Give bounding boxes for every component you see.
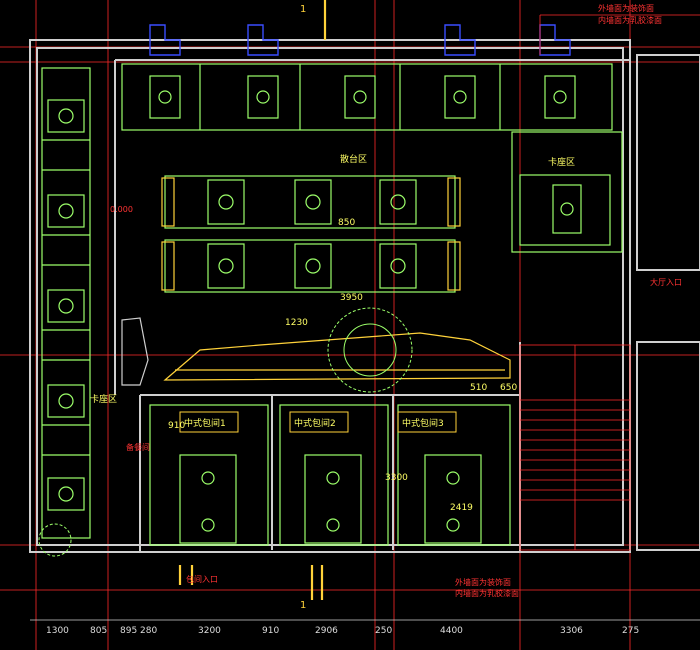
private-room-label-boxes (179, 411, 457, 433)
dim-3200: 3200 (198, 626, 221, 636)
top-booth-row (121, 63, 613, 131)
dim-3306: 3306 (560, 626, 583, 636)
room-2-label: 中式包间2 (294, 417, 336, 429)
stair (519, 344, 631, 551)
room-3-label: 中式包间3 (402, 417, 444, 429)
bottom-right-note-2: 内墙面为乳胶漆面 (455, 588, 519, 598)
zone-left-small-label: 备餐间 (126, 442, 150, 452)
private-room-tables (149, 404, 511, 546)
central-table-benches (161, 177, 461, 291)
plant (38, 307, 413, 557)
small-dim-910: 910 (168, 421, 185, 431)
dim-250: 250 (375, 626, 392, 636)
small-dim-850: 850 (338, 218, 355, 228)
vertical-dim-1: 3950 (340, 293, 363, 303)
note-top-right-1: 外墙面为装饰面 (598, 3, 654, 13)
room-1-label: 中式包间1 (184, 417, 226, 429)
right-booth (511, 131, 623, 253)
dim-1300: 1300 (46, 626, 69, 636)
vertical-dim-4: 3300 (385, 473, 408, 483)
dim-275: 275 (622, 626, 639, 636)
dim-280: 280 (140, 626, 157, 636)
zone-center-label: 散台区 (340, 153, 367, 165)
right-notes-box (539, 14, 700, 55)
right-small-label: 大厅入口 (650, 277, 682, 287)
dim-4400: 4400 (440, 626, 463, 636)
central-tables (164, 175, 456, 293)
small-dim-510: 510 (470, 383, 487, 393)
left-booth-column (41, 67, 91, 539)
level-mark: 0.000 (110, 205, 133, 214)
zone-left-label: 卡座区 (90, 393, 117, 405)
bottom-center-label: 包间入口 (186, 574, 218, 584)
bottom-right-note-1: 外墙面为装饰面 (455, 577, 511, 587)
dim-2906: 2906 (315, 626, 338, 636)
zone-right-label: 卡座区 (548, 156, 575, 168)
section-marker-top: 1 (300, 4, 306, 15)
dim-895: 895 (120, 626, 137, 636)
small-dim-650: 650 (500, 383, 517, 393)
section-marker-bottom: 1 (300, 600, 306, 611)
bar-counter (121, 317, 511, 386)
dim-805: 805 (90, 626, 107, 636)
dim-910: 910 (262, 626, 279, 636)
bottom-dimension-chain: 1300 805 895 280 3200 910 2906 250 4400 … (30, 619, 700, 636)
section-marks (178, 0, 327, 600)
vertical-dim-2: 1230 (285, 318, 308, 328)
vertical-dim-3: 2419 (450, 503, 473, 513)
note-top-right-2: 内墙面为乳胶漆面 (598, 15, 662, 25)
